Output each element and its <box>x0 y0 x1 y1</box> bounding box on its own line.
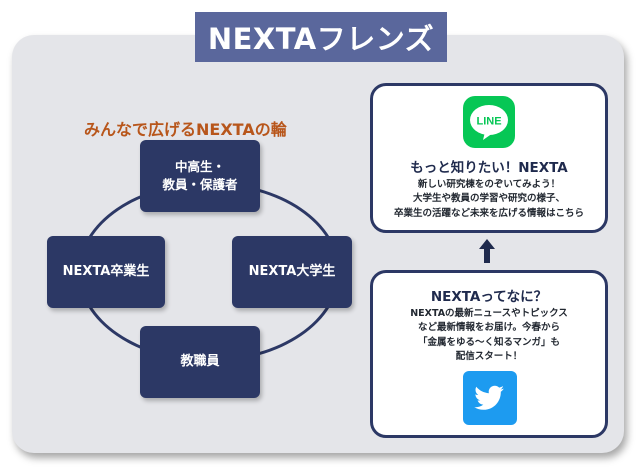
twitter-card-line: 配信スタート！ <box>455 350 523 362</box>
twitter-app-icon[interactable] <box>463 371 517 425</box>
node-students-teachers-parents: 中高生・ 教員・保護者 <box>140 140 260 212</box>
line-icon-text: LINE <box>476 116 501 128</box>
line-app-icon[interactable]: LINE <box>463 96 515 148</box>
diagram-subtitle: みんなで広げるNEXTAの輪 <box>84 120 287 139</box>
line-card-line: 卒業生の活躍など未来を広げる情報はこちら <box>393 207 584 219</box>
page-title-banner: NEXTAフレンズ <box>195 12 447 62</box>
line-card-text: 新しい研究棟をのぞいてみよう！ 大学生や教員の学習や研究の様子、 卒業生の活躍な… <box>373 178 605 221</box>
node-university-students: NEXTA大学生 <box>232 236 352 308</box>
page-title: NEXTAフレンズ <box>207 22 435 56</box>
twitter-card-text: NEXTAの最新ニュースやトピックス など最新情報をお届け。今春から 「金属をゆ… <box>373 307 605 364</box>
line-bubble-icon: LINE <box>470 105 508 140</box>
twitter-card-line: NEXTAの最新ニュースやトピックス <box>410 308 568 319</box>
node-graduates: NEXTA卒業生 <box>47 236 165 308</box>
node-label-line2: 教員・保護者 <box>162 177 238 192</box>
node-label: 教職員 <box>180 353 220 369</box>
twitter-info-card[interactable]: NEXTAってなに？ NEXTAの最新ニュースやトピックス など最新情報をお届け… <box>370 270 608 438</box>
line-info-card[interactable]: LINE もっと知りたい！NEXTA 新しい研究棟をのぞいてみよう！ 大学生や教… <box>370 83 608 233</box>
node-faculty-staff: 教職員 <box>140 326 260 398</box>
up-arrow-icon <box>479 239 495 263</box>
node-label: NEXTA卒業生 <box>62 263 150 279</box>
line-card-line: 大学生や教員の学習や研究の様子、 <box>412 193 565 205</box>
twitter-bird-icon <box>474 385 504 410</box>
twitter-card-line: 「金属をゆる～く知るマンガ」も <box>417 336 561 348</box>
node-label: NEXTA大学生 <box>248 263 336 279</box>
twitter-card-heading: NEXTAってなに？ <box>430 289 548 305</box>
line-card-heading: もっと知りたい！NEXTA <box>410 160 568 176</box>
line-card-line: 新しい研究棟をのぞいてみよう！ <box>417 179 561 190</box>
node-label-line1: 中高生・ <box>174 158 225 174</box>
twitter-card-line: など最新情報をお届け。今春から <box>417 322 561 334</box>
